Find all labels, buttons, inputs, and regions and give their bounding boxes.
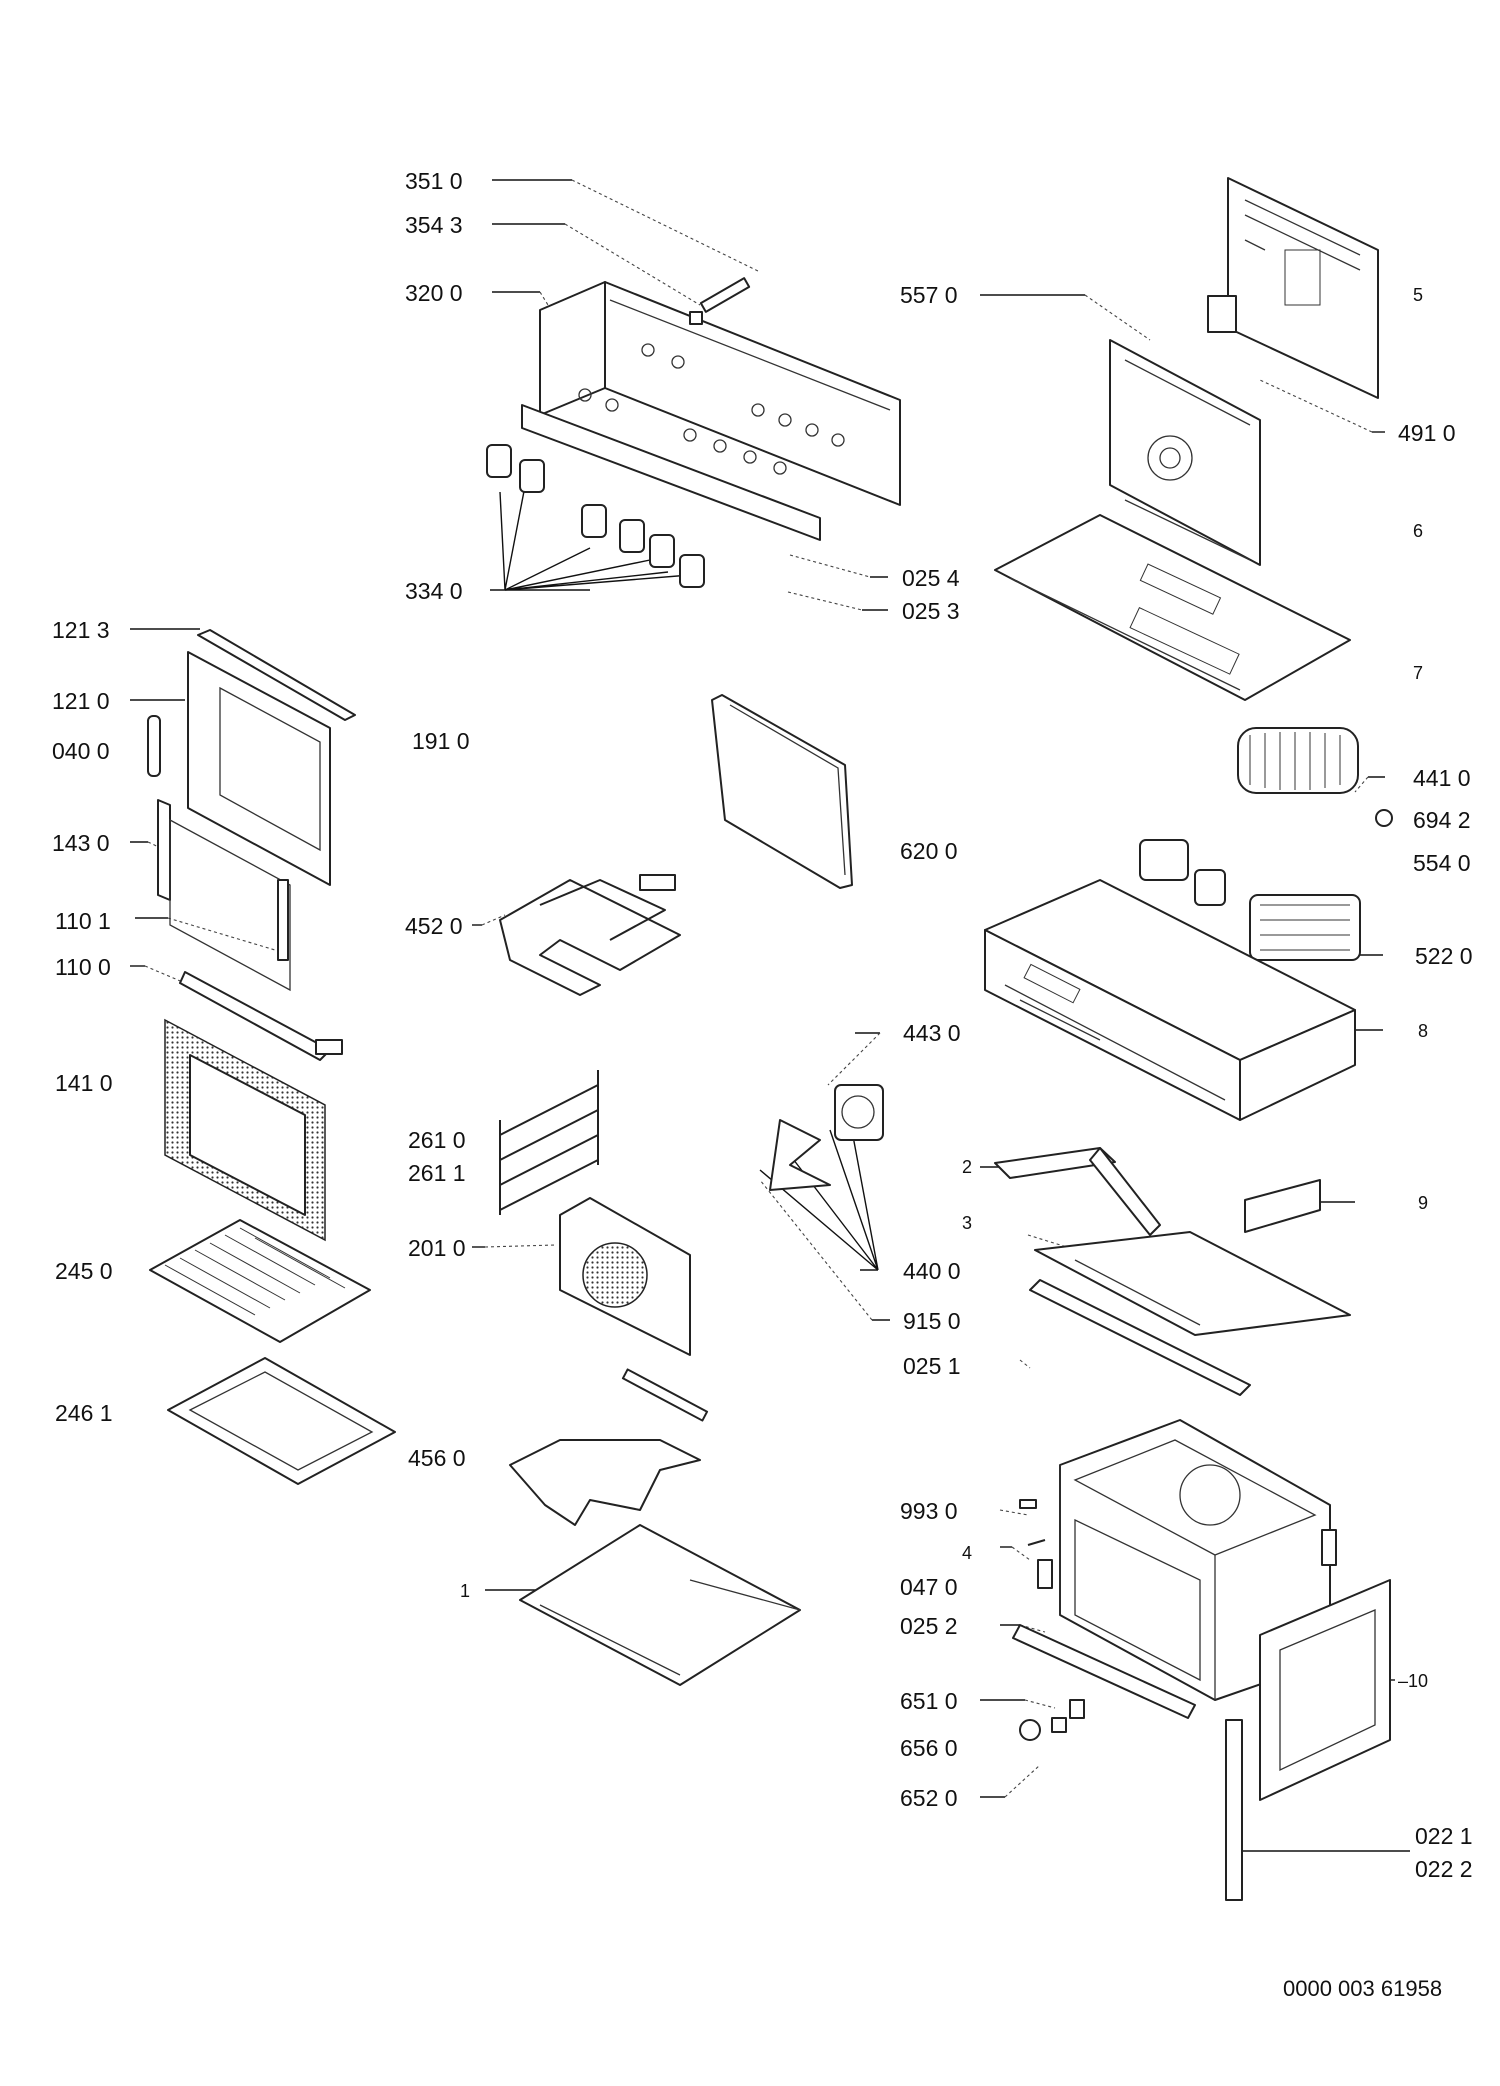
label-351-0: 351 0 bbox=[405, 168, 463, 194]
label-022-1: 022 1 bbox=[1415, 1823, 1473, 1849]
label-040-0: 040 0 bbox=[52, 738, 110, 764]
label-022-2: 022 2 bbox=[1415, 1856, 1473, 1882]
baking-tray bbox=[167, 1357, 396, 1485]
label-320-0: 320 0 bbox=[405, 280, 463, 306]
label-025-4: 025 4 bbox=[902, 565, 960, 591]
label-191-0: 191 0 bbox=[412, 728, 470, 754]
label-6: 6 bbox=[1413, 521, 1424, 541]
control-knobs bbox=[486, 444, 705, 588]
label-143-0: 143 0 bbox=[52, 830, 110, 856]
label-9: 9 bbox=[1418, 1193, 1429, 1213]
label-452-0: 452 0 bbox=[405, 913, 463, 939]
oven-cavity bbox=[1059, 1419, 1337, 1701]
label-993-0: 993 0 bbox=[900, 1498, 958, 1524]
label-047-0: 047 0 bbox=[900, 1574, 958, 1600]
label-4: 4 bbox=[962, 1543, 973, 1563]
label-025-2: 025 2 bbox=[900, 1613, 958, 1639]
bottom-plate bbox=[519, 1524, 801, 1686]
label-1: 1 bbox=[460, 1581, 471, 1601]
label-10: –10 bbox=[1398, 1671, 1429, 1691]
fan-cover bbox=[559, 1197, 691, 1356]
label-557-0: 557 0 bbox=[900, 282, 958, 308]
label-522-0: 522 0 bbox=[1415, 943, 1473, 969]
electronics-tray bbox=[984, 879, 1356, 1121]
leader-lines bbox=[130, 179, 1410, 1852]
label-3: 3 bbox=[962, 1213, 973, 1233]
label-7: 7 bbox=[1413, 663, 1424, 683]
grill-element bbox=[499, 874, 681, 996]
label-246-1: 246 1 bbox=[55, 1400, 113, 1426]
label-025-1: 025 1 bbox=[903, 1353, 961, 1379]
oven-glass bbox=[711, 694, 853, 889]
label-025-3: 025 3 bbox=[902, 598, 960, 624]
label-141-0: 141 0 bbox=[55, 1070, 113, 1096]
label-443-0: 443 0 bbox=[903, 1020, 961, 1046]
document-number: 0000 003 61958 bbox=[1283, 1976, 1443, 2001]
label-440-0: 440 0 bbox=[903, 1258, 961, 1284]
control-panel-fascia bbox=[521, 277, 901, 541]
label-261-1: 261 1 bbox=[408, 1160, 466, 1186]
inner-door-glass bbox=[164, 1018, 326, 1242]
label-261-0: 261 0 bbox=[408, 1127, 466, 1153]
wire-shelf bbox=[149, 1219, 371, 1343]
label-10-number: 10 bbox=[1408, 1671, 1429, 1691]
label-334-0: 334 0 bbox=[405, 578, 463, 604]
side-door-frame bbox=[1225, 1579, 1391, 1901]
label-554-0: 554 0 bbox=[1413, 850, 1471, 876]
label-2: 2 bbox=[962, 1157, 973, 1177]
label-121-3: 121 3 bbox=[52, 617, 110, 643]
label-651-0: 651 0 bbox=[900, 1688, 958, 1714]
label-121-0: 121 0 bbox=[52, 688, 110, 714]
label-656-0: 656 0 bbox=[900, 1735, 958, 1761]
label-8: 8 bbox=[1418, 1021, 1429, 1041]
label-354-3: 354 3 bbox=[405, 212, 463, 238]
door-assembly bbox=[147, 629, 356, 1061]
label-110-0: 110 0 bbox=[55, 954, 111, 980]
shelf-supports bbox=[499, 1070, 599, 1215]
side-rails bbox=[994, 1147, 1351, 1396]
label-441-0: 441 0 bbox=[1413, 765, 1471, 791]
motor-components bbox=[1139, 727, 1393, 961]
hinge-bar bbox=[1012, 1499, 1196, 1741]
label-652-0: 652 0 bbox=[900, 1785, 958, 1811]
label-491-0: 491 0 bbox=[1398, 420, 1456, 446]
label-456-0: 456 0 bbox=[408, 1445, 466, 1471]
label-694-2: 694 2 bbox=[1413, 807, 1471, 833]
rear-cover-assembly bbox=[994, 177, 1379, 701]
lower-heating-element bbox=[509, 1368, 709, 1526]
label-5: 5 bbox=[1413, 285, 1424, 305]
convection-fan bbox=[769, 1084, 884, 1191]
label-915-0: 915 0 bbox=[903, 1308, 961, 1334]
label-245-0: 245 0 bbox=[55, 1258, 113, 1284]
label-110-1: 110 1 bbox=[55, 908, 111, 934]
label-201-0: 201 0 bbox=[408, 1235, 466, 1261]
label-620-0: 620 0 bbox=[900, 838, 958, 864]
